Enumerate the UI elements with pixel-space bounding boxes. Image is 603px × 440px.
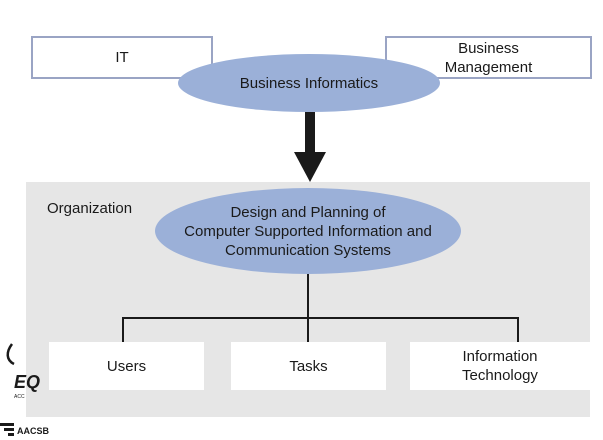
svg-text:ACC: ACC (14, 394, 25, 400)
information-technology-label: Information Technology (462, 348, 538, 384)
connector-middle (307, 317, 309, 342)
design-planning-ellipse: Design and Planning of Computer Supporte… (155, 188, 461, 274)
it-label: IT (115, 49, 129, 66)
information-technology-box: Information Technology (410, 342, 590, 390)
connector-right (517, 317, 519, 342)
business-management-label: Business Management (444, 39, 533, 76)
down-arrow-icon (294, 112, 326, 182)
svg-text:AACSB: AACSB (17, 426, 50, 436)
connector-left (122, 317, 124, 342)
organization-label: Organization (47, 200, 133, 217)
design-planning-label: Design and Planning of Computer Supporte… (184, 203, 432, 259)
connector-horizontal (122, 317, 519, 319)
users-label: Users (106, 357, 147, 375)
business-informatics-ellipse: Business Informatics (178, 54, 440, 112)
tasks-box: Tasks (231, 342, 386, 390)
it-box: IT (31, 36, 213, 79)
tasks-label: Tasks (289, 357, 328, 375)
users-box: Users (49, 342, 204, 390)
aacsb-logo-icon: AACSB (0, 423, 50, 436)
connector-vertical-main (307, 274, 309, 318)
business-informatics-label: Business Informatics (239, 74, 379, 92)
equis-logo-icon: EQ ACC (6, 343, 40, 400)
svg-text:EQ: EQ (14, 372, 40, 392)
accreditation-logos: EQ ACC AACSB (0, 340, 50, 437)
